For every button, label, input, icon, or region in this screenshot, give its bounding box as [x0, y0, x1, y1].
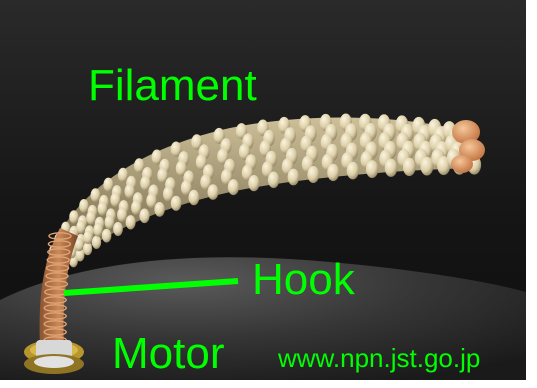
filament-subunit: [307, 166, 319, 183]
filament-subunit: [139, 209, 149, 224]
filament-subunit: [154, 202, 164, 217]
filament-subunit: [83, 231, 92, 244]
filament-subunit: [86, 211, 96, 225]
filament-subunit: [83, 242, 92, 255]
page-margin-right: [526, 0, 537, 388]
filament-subunit: [288, 169, 300, 186]
filament-subunit: [125, 184, 135, 199]
filament-subunit: [189, 190, 200, 205]
hook-label: Hook: [252, 258, 355, 302]
filament-subunit: [208, 184, 219, 200]
filament-subunit: [103, 178, 113, 192]
filament-subunit: [113, 222, 123, 236]
filament-subunit: [268, 172, 279, 189]
filament-subunit: [248, 175, 259, 191]
page-margin-bottom: [0, 380, 537, 388]
filament-subunit: [118, 168, 128, 183]
filament-label: Filament: [88, 64, 257, 108]
filament-subunit: [105, 215, 115, 229]
filament-subunit: [93, 223, 103, 237]
motor-structure: [24, 340, 84, 374]
filament-subunit: [126, 215, 136, 229]
filament-subunit: [228, 179, 239, 195]
filament-subunit: [102, 229, 112, 243]
motor-label: Motor: [112, 332, 224, 376]
filament-subunit: [131, 200, 141, 215]
filament-subunit: [92, 236, 101, 249]
source-credit: www.npn.jst.go.jp: [278, 345, 480, 371]
filament-subunit: [117, 208, 127, 222]
filament-subunit: [98, 202, 108, 216]
filament-subunit: [110, 193, 120, 207]
filament-subunit: [91, 188, 101, 202]
filament-subunit: [76, 220, 85, 233]
filament-subunit: [366, 160, 378, 178]
filament-subunit: [327, 164, 339, 181]
filament-subunit: [171, 196, 182, 211]
filament-subunit: [403, 158, 416, 176]
filament-subunit: [79, 199, 89, 213]
filament-subunit: [385, 159, 398, 177]
filament-subunit: [69, 210, 78, 223]
filament-subunit: [347, 162, 359, 180]
